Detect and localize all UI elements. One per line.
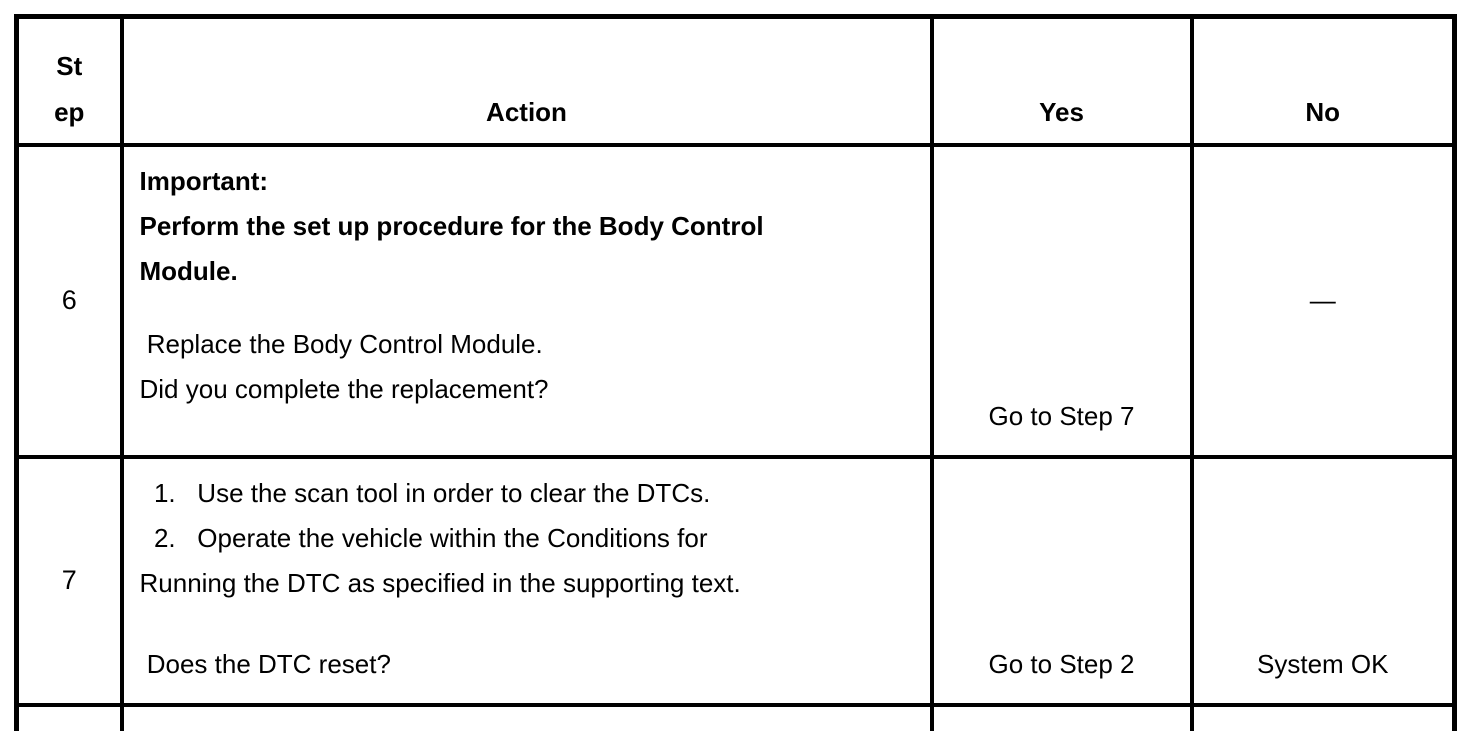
no-cell: —: [1189, 142, 1457, 459]
column-header-no: No: [1189, 14, 1457, 147]
yes-cell: Go to Step 7: [929, 142, 1194, 459]
header-row: St ep Action Yes No: [14, 14, 1457, 147]
column-header-yes: Yes: [929, 14, 1194, 147]
table-row-step-7: 7 1. Use the scan tool in order to clear…: [14, 454, 1457, 707]
action-question-text: Does the DTC reset?: [139, 648, 391, 679]
action-numbered-list: 1. Use the scan tool in order to clear t…: [139, 477, 741, 598]
cutoff-row-stub: [14, 702, 1457, 731]
step-number-cell: 6: [14, 142, 124, 459]
action-cell: 1. Use the scan tool in order to clear t…: [119, 454, 934, 707]
action-cell: Important: Perform the set up procedure …: [119, 142, 934, 459]
yes-cell: Go to Step 2: [929, 454, 1194, 707]
table-row-step-6: 6 Important: Perform the set up procedur…: [14, 142, 1457, 459]
diagnostic-step-table: St ep Action Yes No 6 Important: Perform…: [14, 14, 1457, 731]
action-important-text: Important: Perform the set up procedure …: [139, 165, 764, 286]
action-body-text: Replace the Body Control Module. Did you…: [139, 328, 549, 404]
column-header-action: Action: [119, 14, 934, 147]
step-number-cell: 7: [14, 454, 124, 707]
no-cell: System OK: [1189, 454, 1457, 707]
column-header-step: St ep: [14, 14, 124, 147]
